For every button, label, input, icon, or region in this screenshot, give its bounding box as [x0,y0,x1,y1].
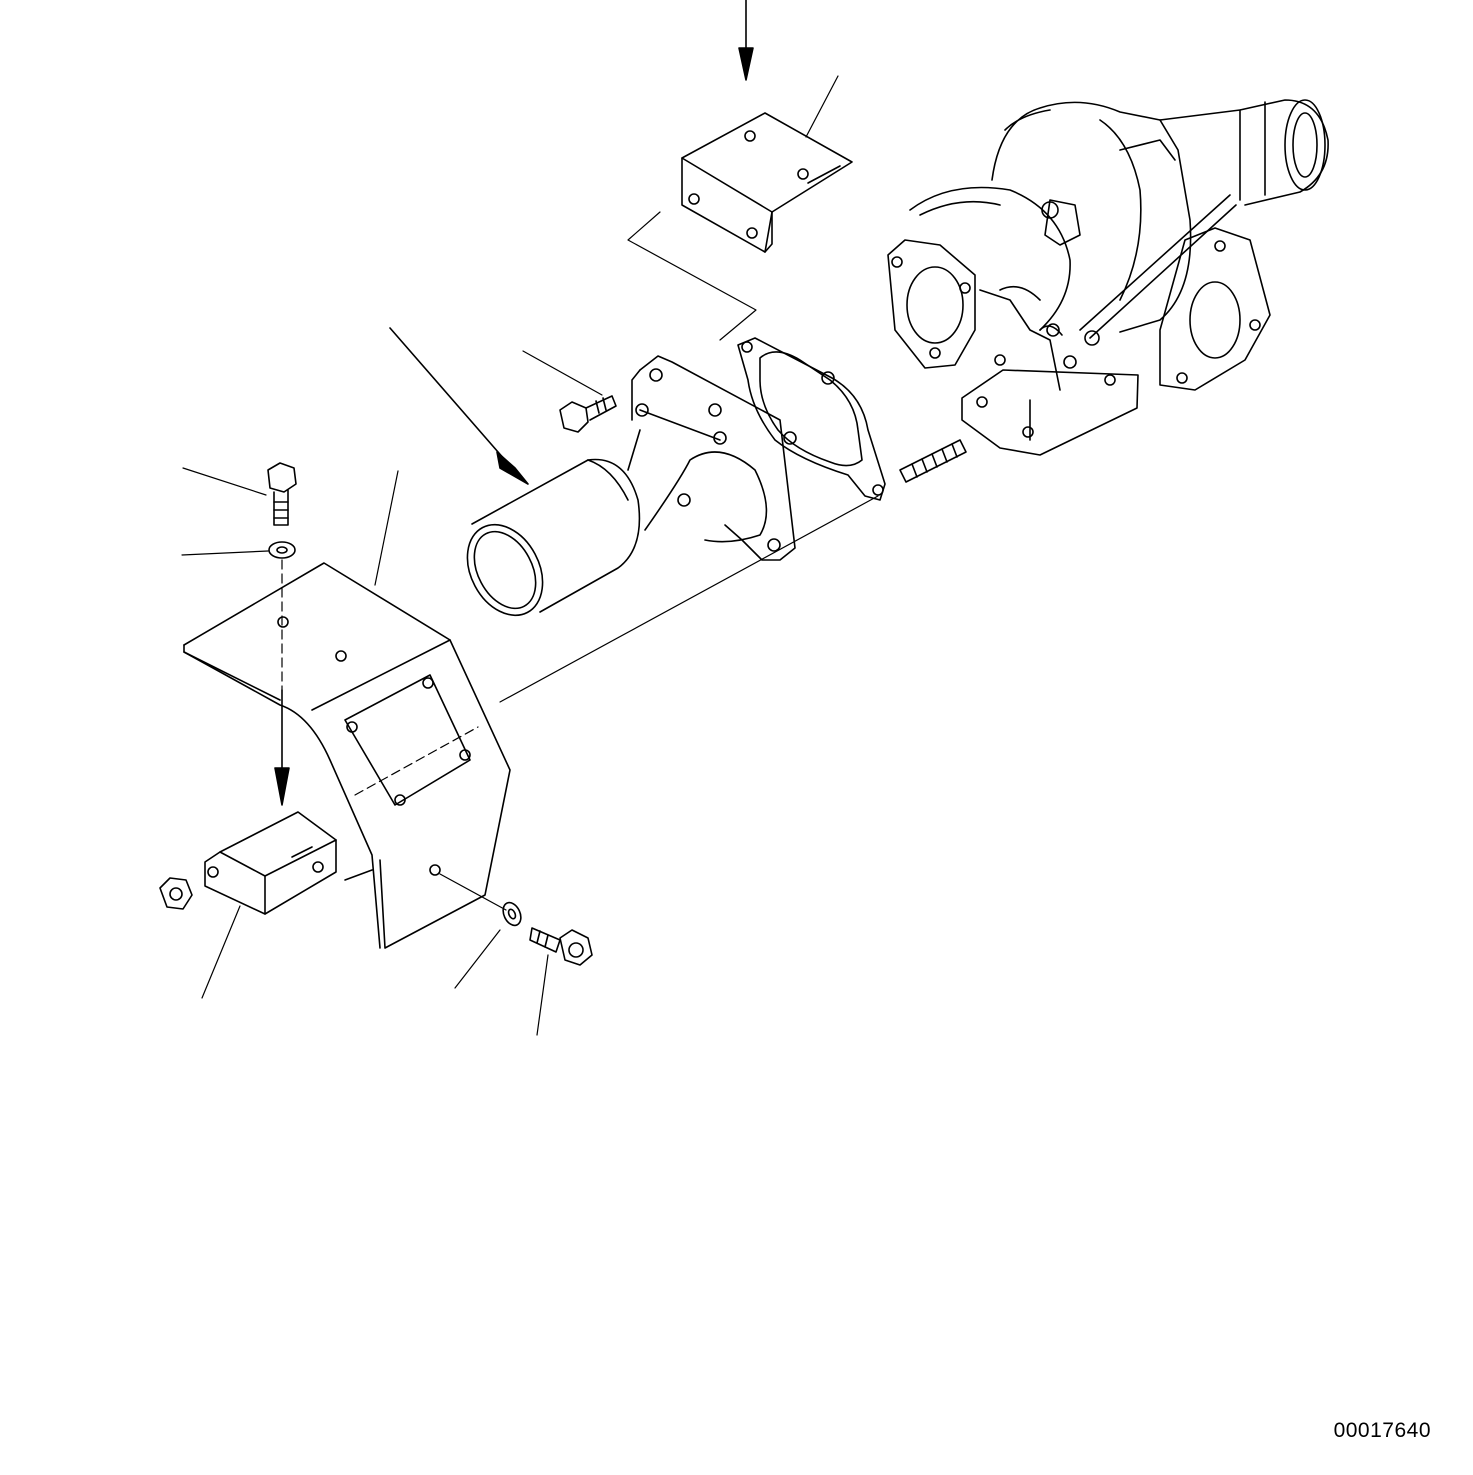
shield-washer [268,541,296,559]
leader-lower-washer [454,929,501,989]
lower-washer [502,901,522,927]
lower-bracket [204,811,337,915]
leader-lower-bracket [201,905,241,999]
flange-bolt [559,395,617,433]
heat-shield-dash [354,726,479,796]
upper-bracket-gasket-outline [627,211,757,341]
elbow-pipe [466,355,796,617]
assembly-guide-line [499,495,879,703]
turbocharger [887,99,1329,456]
leader-lower-bolt [536,954,549,1036]
top-arrow [738,0,754,81]
figure-number: 00017640 [1333,1419,1431,1442]
turbo-gasket [737,337,886,501]
lower-bolt [529,927,593,966]
upper-bracket [681,112,853,253]
leader-shield-washer [181,550,269,556]
leader-flange-bolt [522,350,603,396]
leader-upper-bracket [805,75,839,138]
leader-heat-shield [374,470,399,586]
elbow-arrow [389,327,529,485]
lower-bolt-axis [439,873,507,911]
leader-shield-bolt [182,467,267,496]
lower-nut [159,877,193,910]
heat-shield [183,562,511,949]
shield-bolt [267,462,297,526]
shield-down-arrow [274,689,290,806]
stud-bolt [899,439,967,483]
